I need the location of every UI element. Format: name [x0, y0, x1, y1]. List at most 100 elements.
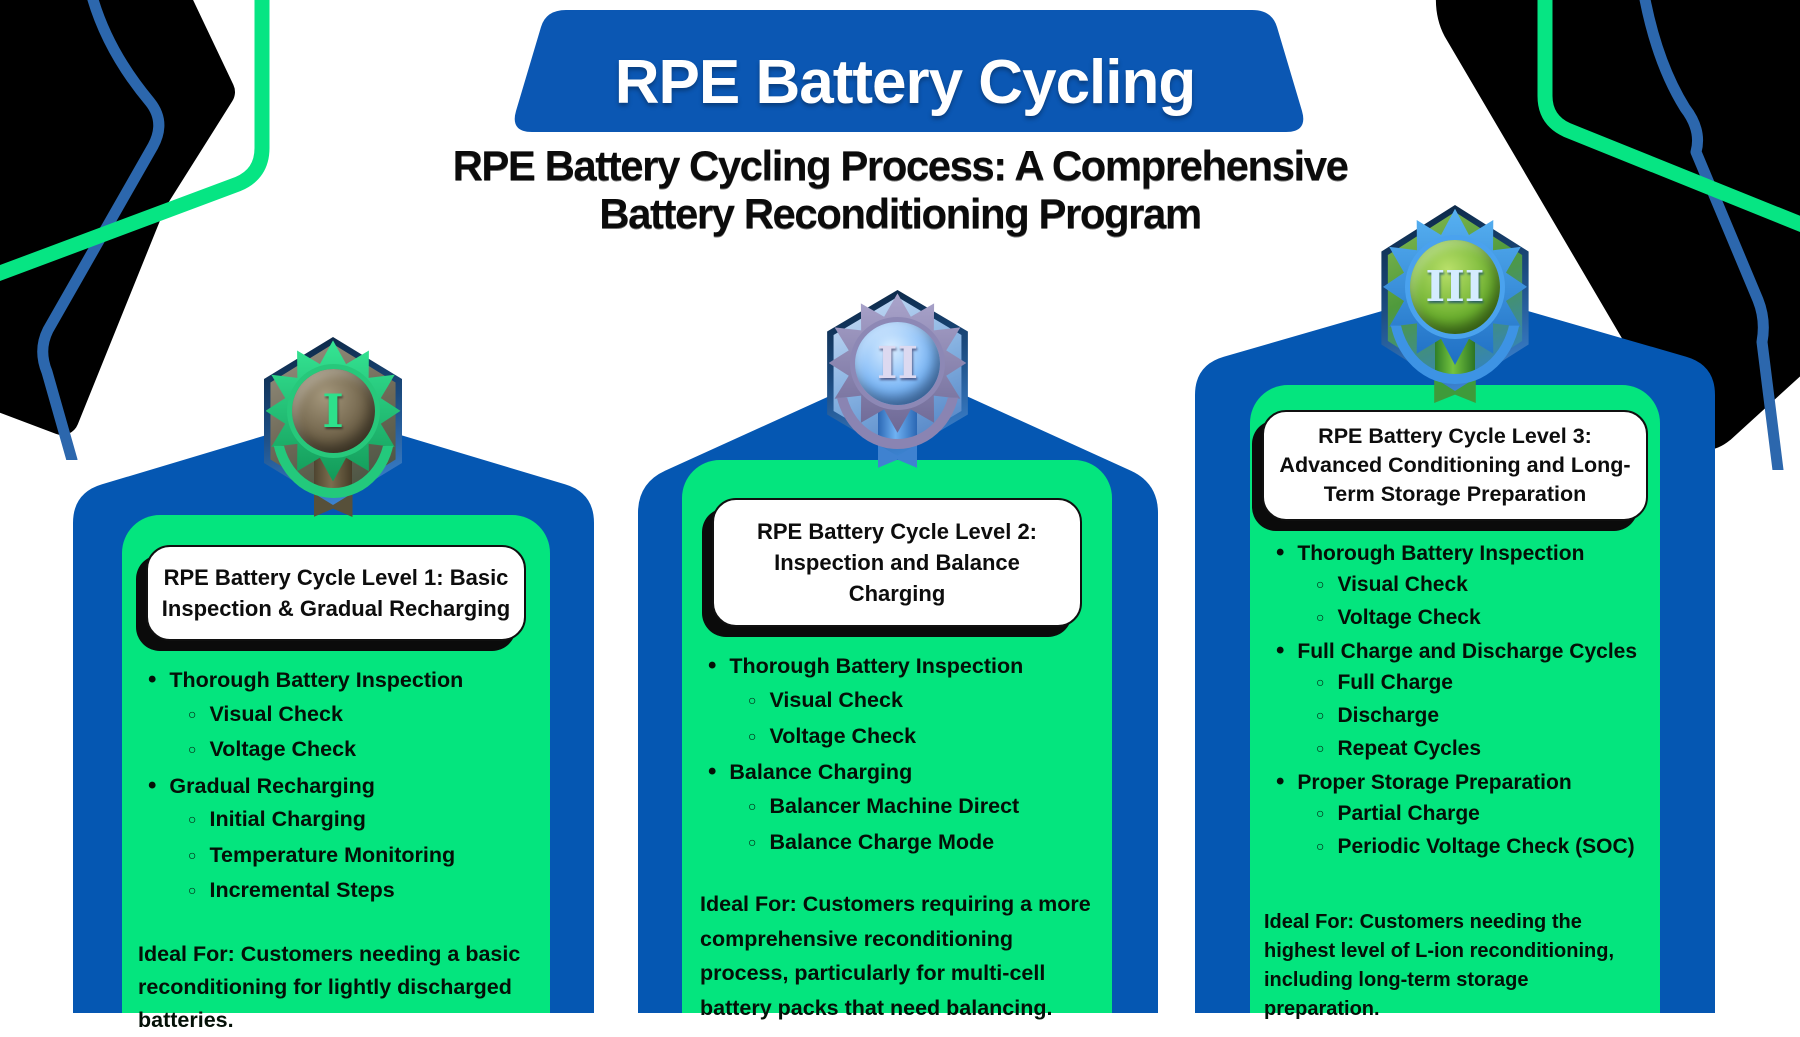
page-subtitle-line-2: Battery Reconditioning Program: [599, 190, 1202, 237]
bullet-marker-icon: •: [148, 771, 157, 799]
bullet-text: Incremental Steps: [209, 878, 395, 902]
bullet-marker-icon: ○: [188, 741, 197, 757]
bullet-text: Visual Check: [209, 701, 343, 726]
card-title-line: RPE Battery Cycle Level 1: Basic: [163, 565, 509, 590]
bullet-text: Temperature Monitoring: [209, 842, 456, 867]
bullet-marker-icon: ○: [748, 692, 757, 708]
bullet-item: • Full Charge and Discharge Cycles: [1276, 635, 1660, 667]
bullet-marker-icon: ○: [1316, 609, 1325, 625]
sub-bullet-item: ○ Partial Charge: [1316, 798, 1660, 831]
medal-circle: [286, 363, 380, 458]
bullet-text: Initial Charging: [209, 807, 366, 831]
sub-bullet-item: ○ Visual Check: [748, 683, 1112, 719]
bullet-text: Full Charge: [1337, 671, 1453, 694]
card-title-line: Advanced Conditioning and Long-: [1279, 453, 1631, 477]
sub-bullet-item: ○Repeat Cycles: [1316, 733, 1660, 766]
card-title-line: Term Storage Preparation: [1323, 482, 1587, 506]
bullet-item: • Proper Storage Preparation: [1276, 766, 1660, 798]
bullet-marker-icon: ○: [748, 728, 757, 744]
ideal-for-text: Ideal For: Customers needing the highest…: [1264, 911, 1614, 1020]
sub-bullet-item: ○ Discharge: [1316, 700, 1660, 733]
card-title-line: Inspection & Gradual Recharging: [161, 596, 511, 621]
page-subtitle: RPE Battery Cycling Process: A Comprehen…: [0, 142, 1800, 238]
level-numeral: III: [1425, 262, 1485, 312]
blue-outline-line: [1639, 0, 1784, 470]
bullet-text: Gradual Recharging: [169, 773, 375, 798]
level-numeral: I: [322, 383, 344, 438]
green-outline-line: [1537, 0, 1800, 232]
bullet-text: Periodic Voltage Check (SOC): [1337, 835, 1635, 858]
bullet-text: Full Charge and Discharge Cycles: [1297, 640, 1638, 663]
bullet-marker-icon: ○: [188, 846, 197, 863]
bullet-marker-icon: ○: [1316, 707, 1325, 723]
level-numeral: II: [876, 337, 919, 389]
bullet-marker-icon: ○: [748, 798, 757, 814]
sub-bullet-item: ○ Temperature Monitoring: [188, 839, 550, 875]
bullet-marker-icon: •: [708, 758, 717, 785]
card-content-panel: RPE Battery Cycle Level 2:Inspection and…: [682, 460, 1112, 1020]
bullet-marker-icon: •: [1276, 637, 1285, 664]
bullet-item: • Gradual Recharging: [148, 769, 550, 804]
sub-bullet-item: ○ Voltage Check: [188, 733, 550, 769]
card-title-box: RPE Battery Cycle Level 2:Inspection and…: [712, 498, 1082, 627]
ideal-for-text: Ideal For: Customers requiring a more co…: [700, 892, 1091, 1020]
level-1-medal-icon: I: [258, 337, 408, 517]
bullet-marker-icon: •: [708, 652, 717, 679]
bullet-marker-icon: •: [1276, 539, 1285, 566]
banner-shape: [514, 10, 1304, 132]
bullet-text: Balance Charge Mode: [769, 830, 995, 854]
bullet-marker-icon: ○: [1316, 576, 1325, 592]
sub-bullet-item: ○Balance Charge Mode: [748, 825, 1112, 861]
green-outline-line: [0, 0, 270, 282]
bullet-marker-icon: ○: [1316, 740, 1325, 756]
card-title-line: RPE Battery Cycle Level 2:: [756, 519, 1038, 544]
page-title: RPE Battery Cycling: [614, 47, 1197, 117]
level-3-medal-icon: III: [1375, 205, 1535, 403]
ideal-for-text: Ideal For: Customers needing a basic rec…: [138, 941, 521, 1032]
bullet-marker-icon: •: [1276, 768, 1285, 795]
title-banner: RPE Battery Cycling: [500, 5, 1310, 145]
sub-bullet-item: ○ Voltage Check: [1316, 602, 1660, 635]
bullet-item: • Balance Charging: [708, 755, 1112, 789]
level-2-medal-icon: II: [821, 290, 974, 468]
bullet-list: •Thorough Battery Inspection ○ Visual Chec…: [122, 663, 550, 910]
bullet-marker-icon: ○: [188, 882, 197, 898]
level-3-card: RPE Battery Cycle Level 3:Advanced Condi…: [1195, 195, 1715, 1020]
blue-outline-line: [37, 0, 165, 460]
page-subtitle-line-1: RPE Battery Cycling Process: A Comprehen…: [452, 142, 1349, 189]
hexagon-decoration-shapes: [0, 0, 270, 460]
bullet-marker-icon: ○: [1316, 805, 1325, 821]
sub-bullet-item: ○ Voltage Check: [748, 719, 1112, 755]
sub-bullet-item: ○ Incremental Steps: [188, 874, 550, 910]
level-2-card: RPE Battery Cycle Level 2:Inspection and…: [638, 280, 1158, 1020]
bullet-text: Thorough Battery Inspection: [1297, 542, 1585, 565]
bullet-text: Visual Check: [1337, 573, 1468, 596]
sub-bullet-item: ○ Visual Check: [1316, 569, 1660, 602]
card-title-box: RPE Battery Cycle Level 3:Advanced Condi…: [1262, 410, 1648, 521]
bullet-text: Voltage Check: [209, 737, 357, 761]
sub-bullet-item: ○Balancer Machine Direct: [748, 789, 1112, 825]
sub-bullet-item: ○ Periodic Voltage Check (SOC): [1316, 831, 1660, 864]
bullet-text: Discharge: [1337, 704, 1440, 727]
corner-decoration-top-left: [0, 0, 280, 460]
bullet-text: Voltage Check: [1337, 606, 1481, 629]
bullet-text: Voltage Check: [769, 724, 917, 748]
bullet-marker-icon: ○: [1316, 674, 1325, 690]
bullet-text: Balance Charging: [729, 760, 913, 784]
bullet-list: •Thorough Battery Inspection○Visual Chec…: [682, 649, 1112, 861]
bullet-item: •Thorough Battery Inspection: [148, 663, 550, 698]
bullet-marker-icon: ○: [1316, 838, 1325, 854]
bullet-item: • Thorough Battery Inspection: [1276, 537, 1660, 569]
bullet-text: Visual Check: [769, 688, 903, 712]
bullet-text: Partial Charge: [1337, 802, 1480, 825]
sub-bullet-item: ○ Full Charge: [1316, 667, 1660, 700]
card-content-panel: RPE Battery Cycle Level 3:Advanced Condi…: [1250, 385, 1660, 1020]
bullet-text: Proper Storage Preparation: [1297, 771, 1572, 794]
sub-bullet-item: ○Initial Charging: [188, 803, 550, 839]
bullet-marker-icon: ○: [188, 705, 197, 722]
bullet-marker-icon: •: [148, 666, 157, 693]
